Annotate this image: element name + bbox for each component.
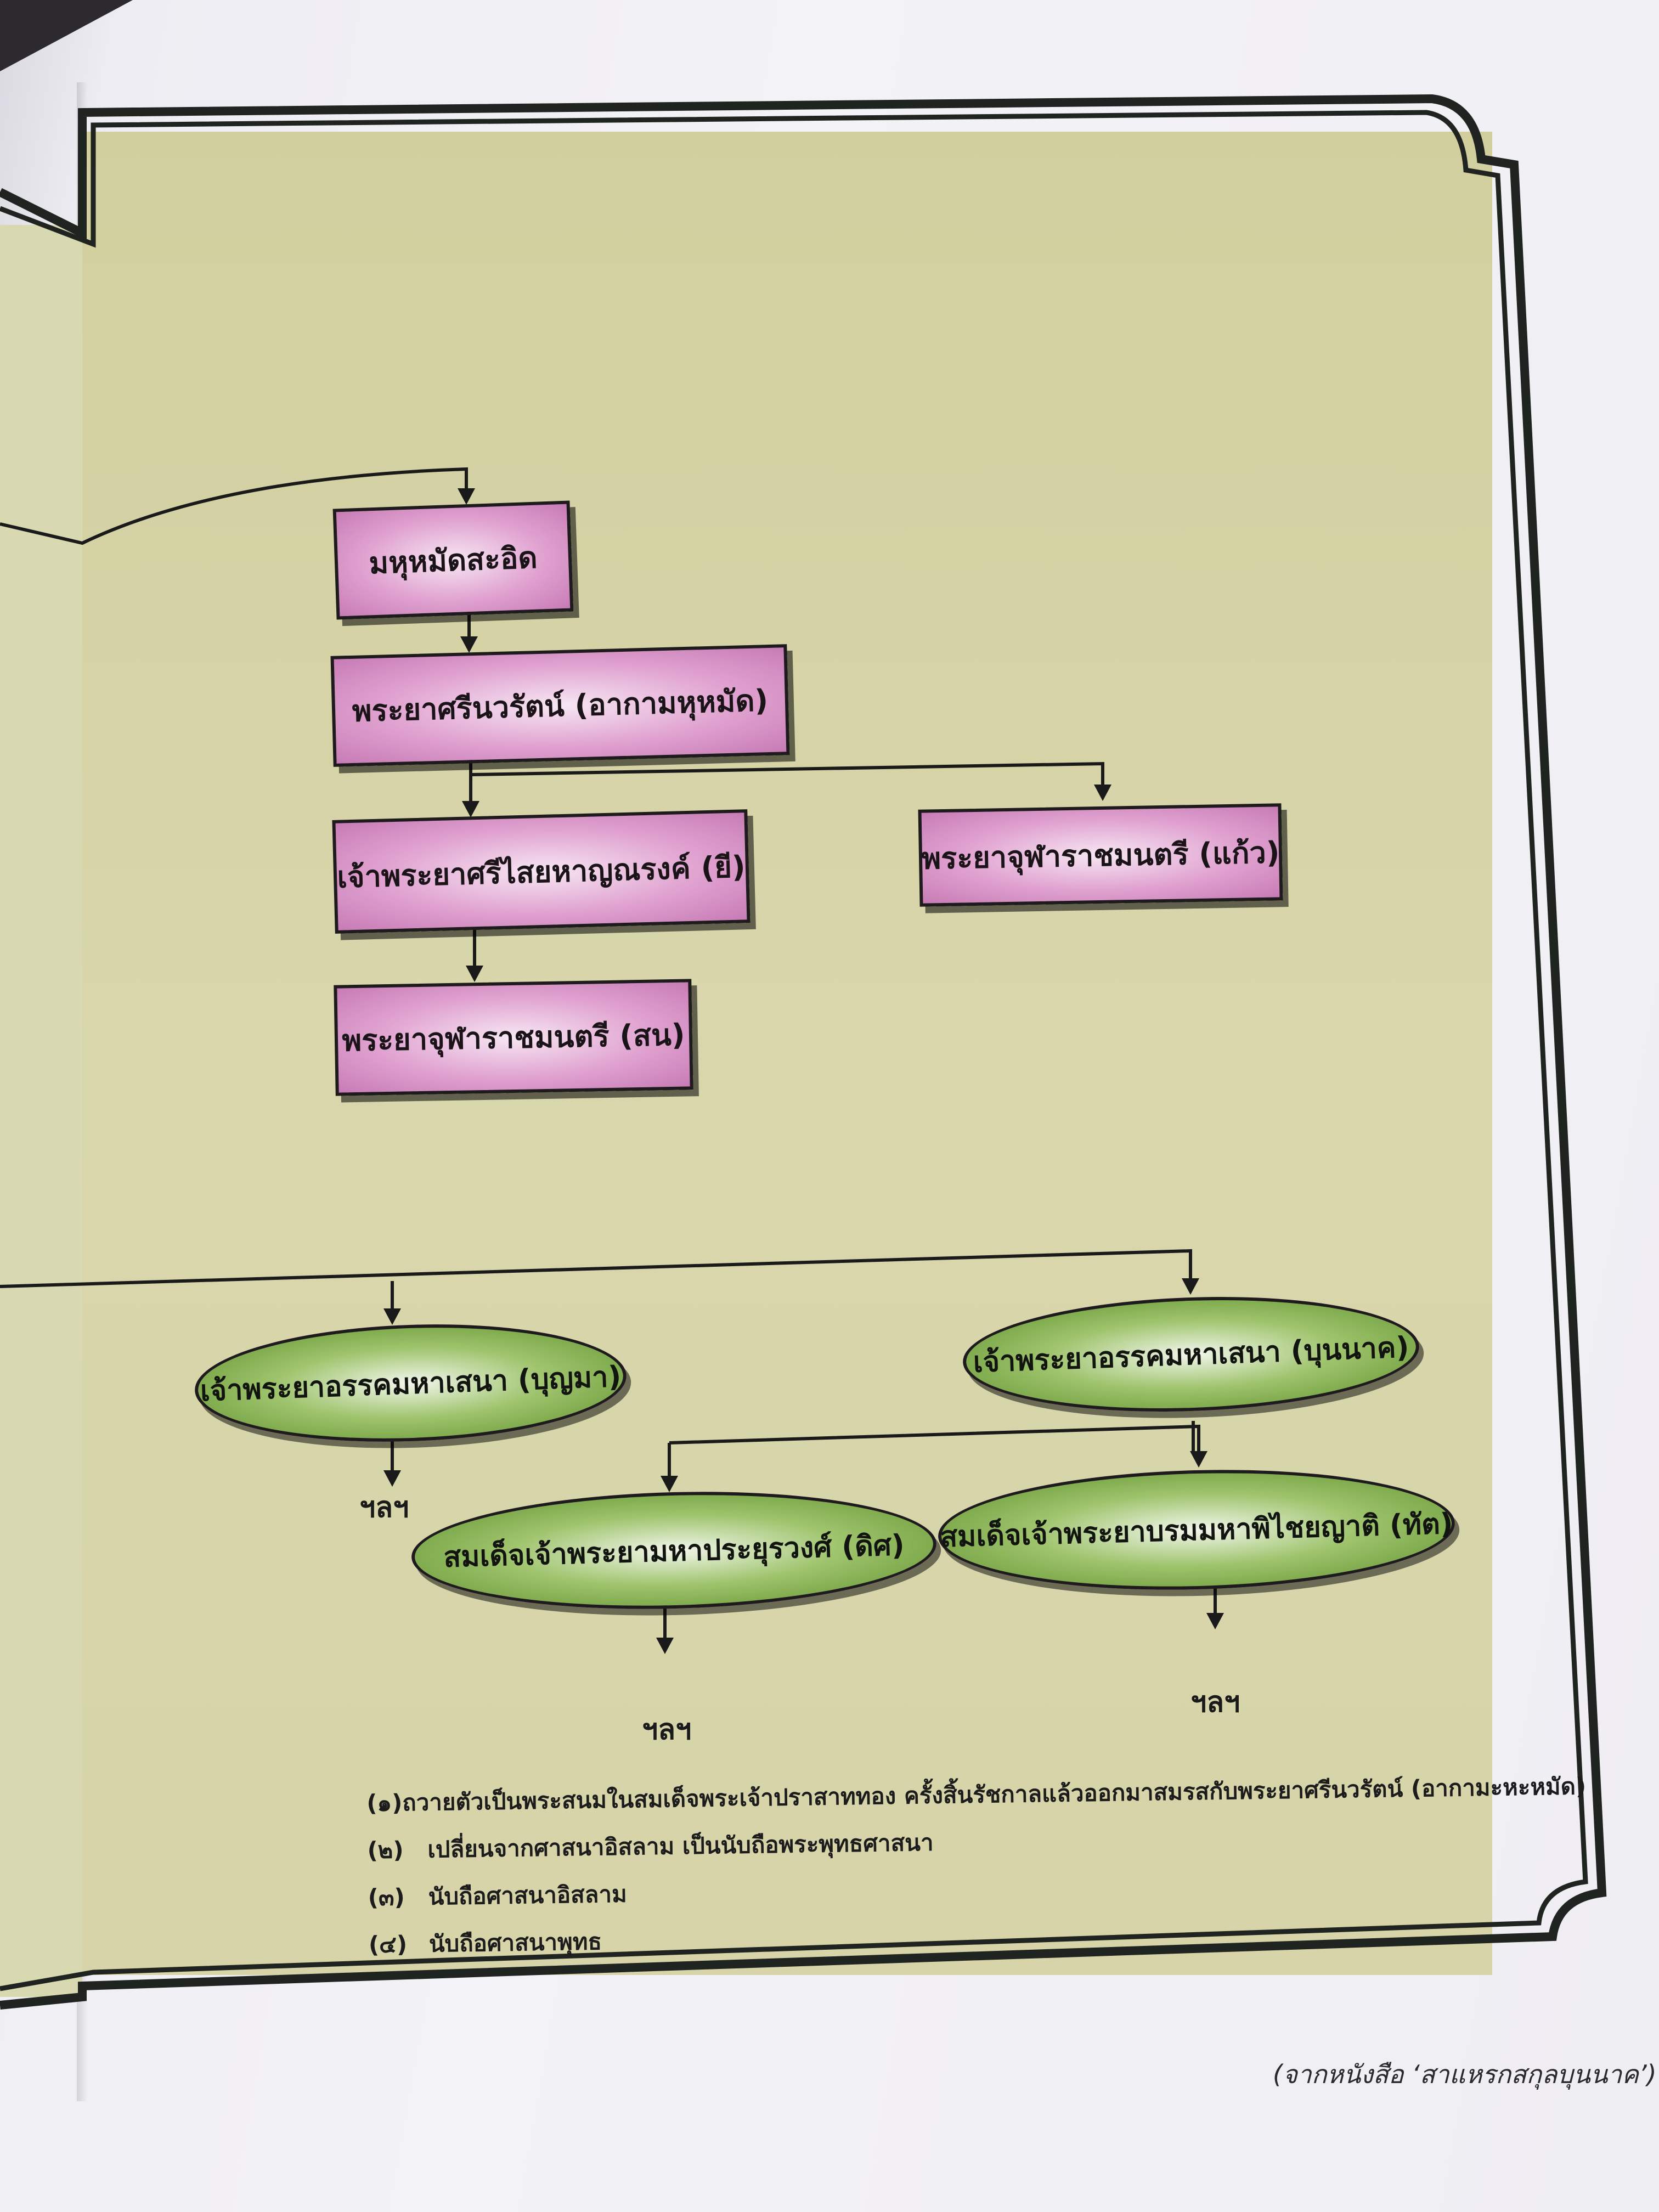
etc-marker: ฯลฯ [359,1491,409,1524]
footnote-number: (๑) [366,1789,403,1817]
footnote-number: (๔) [368,1931,408,1959]
etc-marker: ฯลฯ [642,1713,692,1746]
etc-marker: ฯลฯ [1190,1686,1240,1719]
footnote-number: (๒) [367,1836,404,1864]
node-phraya-sinawarat: พระยาศรีนวรัตน์ (อากามหุหมัด) [330,644,790,767]
node-chaophraya-sisai: เจ้าพระยาศรีไสยหาญณรงค์ (ยี) [332,809,751,934]
footnote-text: นับถือศาสนาอิสลาม [428,1880,628,1910]
source-caption: (จากหนังสือ ‘สาแหรกสกุลบุนนาค’) [1273,2059,1657,2089]
node-chularatchamontri-son: พระยาจุฬาราชมนตรี (สน) [334,979,693,1096]
chart-panel [82,132,1492,1975]
node-muhammad-said: มหุหมัดสะอิด [332,500,574,620]
left-page-panel [0,225,82,1997]
footnotes: (๑) ถวายตัวเป็นพระสนมในสมเด็จพระเจ้าปราส… [366,1764,1587,1968]
footnote-text: เปลี่ยนจากศาสนาอิสลาม เป็นนับถือพระพุทธศ… [427,1829,934,1863]
footnote-text: นับถือศาสนาพุทธ [428,1928,602,1957]
node-chularatchamontri-kaeo: พระยาจุฬาราชมนตรี (แก้ว) [918,803,1283,907]
footnote-number: (๓) [368,1883,405,1911]
